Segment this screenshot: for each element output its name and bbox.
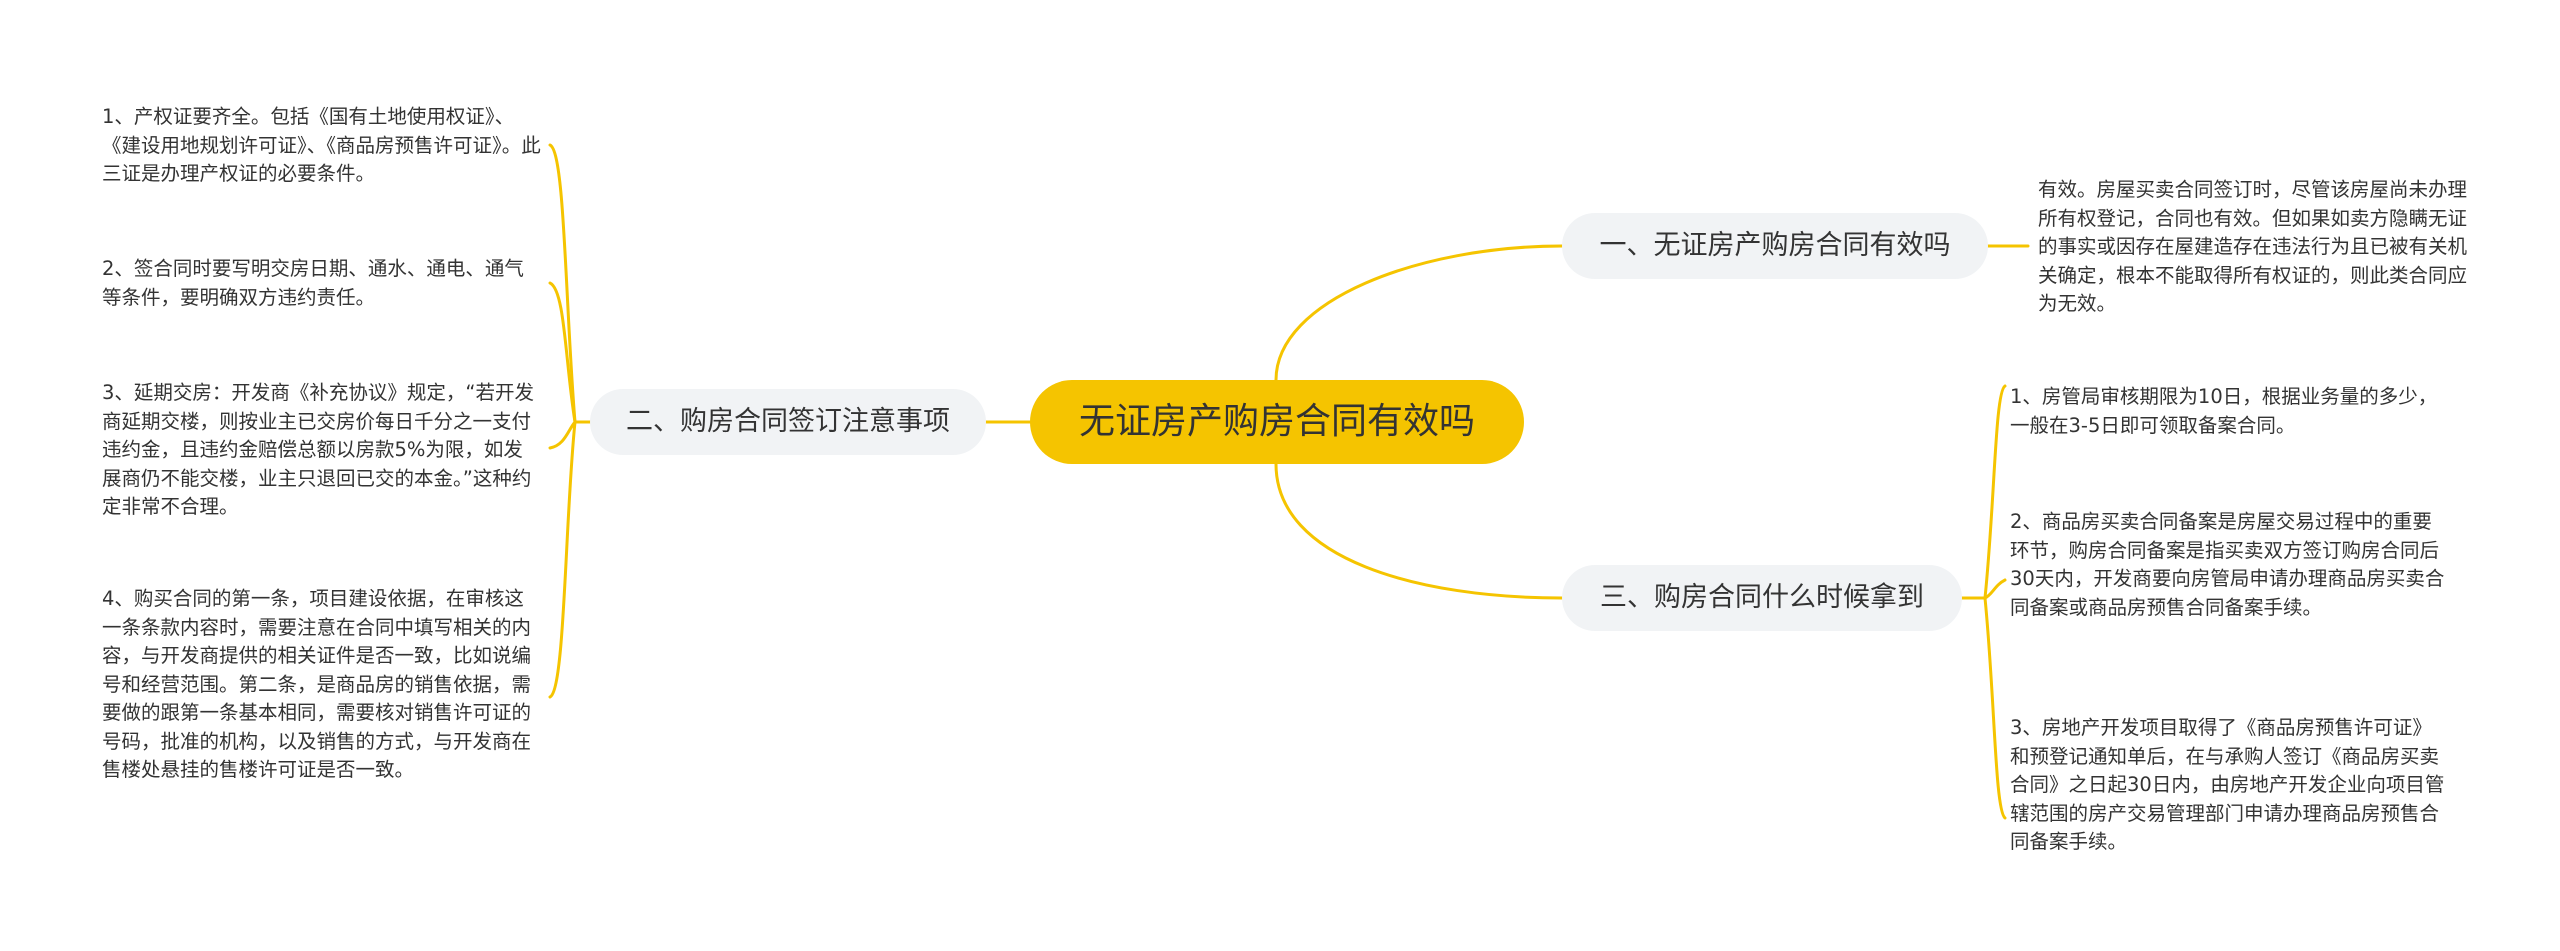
connector-branch-2-leaf-1	[548, 143, 577, 424]
connector-branch-2-leaf-4	[548, 420, 577, 699]
branch-topic-1[interactable]: 一、无证房产购房合同有效吗	[1562, 213, 1988, 279]
leaf-topic-1-1[interactable]: 有效。房屋买卖合同签订时，尽管该房屋尚未办理所有权登记，合同也有效。但如果如卖方…	[2038, 178, 2468, 315]
leaf-topic-2-3[interactable]: 3、延期交房：开发商《补充协议》规定，“若开发商延期交楼，则按业主已交房价每日千…	[102, 381, 535, 518]
connector-branch-3-leaf-2	[1983, 578, 2007, 600]
leaf-topic-2-4[interactable]: 4、购买合同的第一条，项目建设依据，在审核这一条条款内容时，需要注意在合同中填写…	[102, 587, 532, 781]
connector-branch-3-leaf-1	[1983, 384, 2007, 600]
leaf-topic-2-1[interactable]: 1、产权证要齐全。包括《国有土地使用权证》、《建设用地规划许可证》、《商品房预售…	[102, 105, 541, 185]
connector-branch-3-leaf-3	[1983, 596, 2007, 820]
connector-branch-2-leaf-2	[548, 281, 577, 424]
leaf-topic-3-2[interactable]: 2、商品房买卖合同备案是房屋交易过程中的重要环节，购房合同备案是指买卖双方签订购…	[2010, 510, 2445, 619]
root-topic[interactable]: 无证房产购房合同有效吗	[1030, 380, 1524, 464]
connector-root-branch-1	[1274, 244, 1564, 382]
branch-topic-3[interactable]: 三、购房合同什么时候拿到	[1562, 565, 1962, 631]
leaf-topic-3-1[interactable]: 1、房管局审核期限为10日，根据业务量的多少，一般在3-5日即可领取备案合同。	[2010, 385, 2438, 437]
connector-branch-2-leaf-3	[548, 420, 577, 450]
leaf-topic-3-3[interactable]: 3、房地产开发项目取得了《商品房预售许可证》和预登记通知单后，在与承购人签订《商…	[2010, 716, 2445, 853]
leaf-topic-2-2[interactable]: 2、签合同时要写明交房日期、通水、通电、通气等条件，要明确双方违约责任。	[102, 257, 524, 309]
branch-topic-2[interactable]: 二、购房合同签订注意事项	[590, 389, 986, 455]
connector-root-branch-3	[1274, 462, 1564, 600]
